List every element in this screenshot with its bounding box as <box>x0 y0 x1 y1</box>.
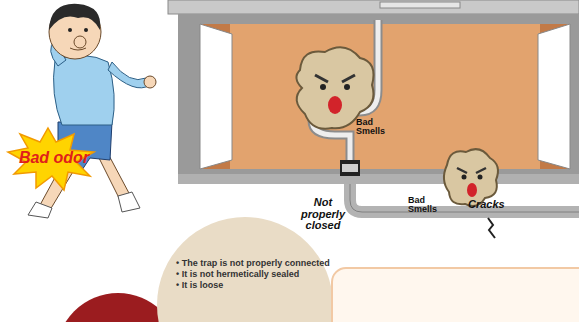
blob-eye <box>320 84 326 90</box>
cabinet-frame <box>178 14 579 174</box>
cabinet-inside <box>200 24 570 169</box>
blob-eye <box>478 175 483 180</box>
blob-brows <box>457 168 486 173</box>
node-text: • It is loose <box>176 280 334 291</box>
cabinet-back <box>230 24 540 169</box>
sink-top <box>380 2 460 8</box>
node-text: • The trap is not properly connected <box>176 258 334 269</box>
blob-mouth <box>328 96 342 114</box>
drain-ring <box>340 160 360 176</box>
blob-brows <box>315 75 355 82</box>
odor-blob <box>296 47 373 129</box>
note-box <box>332 268 579 322</box>
odor-label: Bad Smells <box>408 196 444 215</box>
node-text: Bad odor <box>4 148 104 167</box>
fault-label: Cracks <box>468 199 518 211</box>
floor <box>178 174 579 184</box>
cause-circle: • The trap is not properly connected• It… <box>176 258 334 290</box>
odor-label: Bad Smells <box>356 118 400 137</box>
odor-blob <box>444 149 498 206</box>
blob-eye <box>344 84 350 90</box>
blob-eye <box>462 175 467 180</box>
crack <box>488 218 495 238</box>
fault-label: Not properly closed <box>296 197 350 232</box>
boy <box>28 4 156 218</box>
starburst-label-box: Bad odor <box>4 148 104 167</box>
node-text: • It is not hermetically sealed <box>176 269 334 280</box>
right-door <box>538 24 570 169</box>
blob-mouth <box>467 183 477 197</box>
beige-circle <box>157 217 333 322</box>
drain-ring-inner <box>342 164 358 172</box>
countertop <box>168 0 579 14</box>
left-door <box>200 24 232 169</box>
